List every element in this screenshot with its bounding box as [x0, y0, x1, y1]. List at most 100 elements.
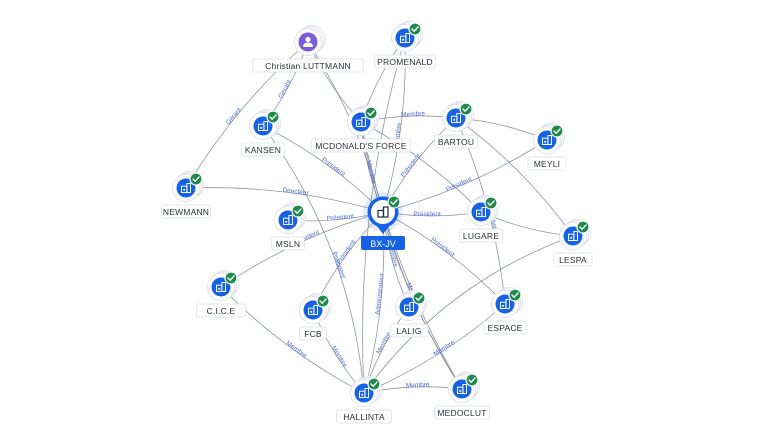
- node-lugare[interactable]: LUGARE: [458, 195, 504, 243]
- node-label: KANSEN: [245, 145, 281, 155]
- edge-mcdo-medoclut: [360, 121, 463, 390]
- edge-label-luttmann-kansen: Gérant: [277, 79, 293, 100]
- edge-lespa-bartou: [455, 117, 574, 237]
- edge-label-luttmann-newmann: Gérant: [225, 106, 243, 126]
- node-label-background: [252, 58, 364, 73]
- edge-label-kansen-bxjv: Président: [320, 156, 347, 178]
- node-luttmann[interactable]: Christian LUTTMANN: [252, 25, 364, 73]
- node-label: Christian LUTTMANN: [265, 61, 351, 71]
- building-icon: [303, 300, 323, 320]
- edge-label-cice-hallinta: Membre: [285, 340, 309, 360]
- verified-check-icon: [484, 196, 498, 210]
- verified-check-icon: [189, 172, 203, 186]
- node-label-background: [434, 405, 490, 420]
- node-meyli[interactable]: MEYLI: [527, 123, 567, 171]
- node-label-background: [433, 134, 479, 149]
- node-medoclut[interactable]: MEDOCLUT: [434, 372, 490, 420]
- node-espace[interactable]: ESPACE: [482, 287, 528, 335]
- node-fcb[interactable]: FCB: [299, 293, 331, 341]
- edge-hallinta-bxjv: [363, 211, 385, 394]
- building-icon: [563, 226, 583, 246]
- building-icon: [399, 297, 419, 317]
- node-mcdo[interactable]: MCDONALD'S FORCE: [310, 105, 412, 153]
- verified-check-icon: [387, 195, 401, 209]
- verified-check-icon: [576, 220, 590, 234]
- node-label-background: [240, 142, 286, 157]
- building-icon: [354, 383, 374, 403]
- edge-lugare-mcdo: [360, 121, 482, 213]
- node-cice[interactable]: C.I.C.E: [196, 270, 246, 318]
- building-icon: [253, 116, 273, 136]
- verified-check-icon: [508, 288, 522, 302]
- edge-meyli-bxjv: [382, 139, 548, 213]
- node-lespa[interactable]: LESPA: [553, 219, 593, 267]
- node-label-background: [336, 409, 392, 424]
- edge-label-msln-bxjv: Président: [326, 213, 354, 222]
- node-newmann[interactable]: NEWMANN: [161, 171, 211, 219]
- edge-label-fcb-hallinta: Membre: [330, 345, 349, 369]
- node-label-background: [389, 323, 429, 338]
- node-lalig[interactable]: LALIG: [389, 290, 429, 338]
- verified-check-icon: [465, 373, 479, 387]
- edge-kansen-hallinta: [262, 125, 365, 394]
- node-label-background: [196, 303, 246, 318]
- edge-label-hallinta-medoclut: Membre: [406, 381, 430, 389]
- edge-luttmann-newmann: [185, 41, 309, 189]
- edge-label-hallinta-bxjv: Administrateur: [374, 272, 385, 315]
- node-label-background: [482, 320, 528, 335]
- edge-medoclut-mcdo: [360, 121, 463, 390]
- verified-check-icon: [367, 377, 381, 391]
- node-label-background: [310, 138, 412, 153]
- node-label-background: [299, 326, 327, 341]
- node-label: C.I.C.E: [207, 306, 236, 316]
- node-center-bxjv[interactable]: BX-JV: [361, 192, 405, 250]
- verified-check-icon: [459, 102, 473, 116]
- node-label: BARTOU: [438, 137, 474, 147]
- edge-label-mcdo-bartou: Membre: [401, 111, 425, 119]
- node-label-background: [271, 236, 305, 251]
- verified-check-icon: [412, 291, 426, 305]
- building-icon: [351, 112, 371, 132]
- building-icon: [446, 108, 466, 128]
- edge-espace-bxjv: [382, 211, 506, 305]
- node-label-background: [527, 156, 567, 171]
- node-label-background: [553, 252, 593, 267]
- edge-label-promenald-bxjv: Membre: [393, 122, 403, 147]
- verified-check-icon: [291, 204, 305, 218]
- building-icon: [373, 202, 393, 222]
- person-icon: [298, 32, 318, 52]
- node-label: MEDOCLUT: [437, 408, 486, 418]
- nodes-layer: Christian LUTTMANN PROMENALD KANSEN MCDONAL…: [161, 21, 593, 424]
- node-promenald[interactable]: PROMENALD: [374, 21, 436, 69]
- node-label-background: [458, 228, 504, 243]
- node-kansen[interactable]: KANSEN: [240, 109, 286, 157]
- verified-check-icon: [316, 294, 330, 308]
- node-label: MEYLI: [534, 159, 561, 169]
- node-hallinta[interactable]: HALLINTA: [336, 376, 392, 424]
- node-msln[interactable]: MSLN: [271, 203, 306, 251]
- edge-label-bartou-bxjv: Président: [400, 153, 422, 179]
- verified-check-icon: [224, 271, 238, 285]
- node-bartou[interactable]: BARTOU: [433, 101, 479, 149]
- building-icon: [395, 28, 415, 48]
- node-label: ESPACE: [487, 323, 522, 333]
- node-label: PROMENALD: [377, 57, 433, 67]
- node-label: HALLINTA: [343, 412, 385, 422]
- verified-check-icon: [408, 22, 422, 36]
- node-label: MSLN: [276, 239, 300, 249]
- node-label: MCDONALD'S FORCE: [315, 141, 406, 151]
- building-icon: [452, 379, 472, 399]
- verified-check-icon: [364, 106, 378, 120]
- edge-lespa-hallinta: [363, 235, 574, 394]
- edge-label-espace-bxjv: Président: [429, 236, 455, 258]
- edge-cice-hallinta: [220, 286, 365, 394]
- center-node-label: BX-JV: [370, 239, 396, 249]
- center-label-background: [361, 236, 405, 250]
- node-label: LESPA: [559, 255, 587, 265]
- edge-newmann-bxjv: [185, 187, 384, 213]
- node-label: NEWMANN: [163, 207, 209, 217]
- edge-label-newmann-bxjv: Directeur: [282, 187, 310, 197]
- building-icon: [278, 210, 298, 230]
- node-label: LALIG: [396, 326, 421, 336]
